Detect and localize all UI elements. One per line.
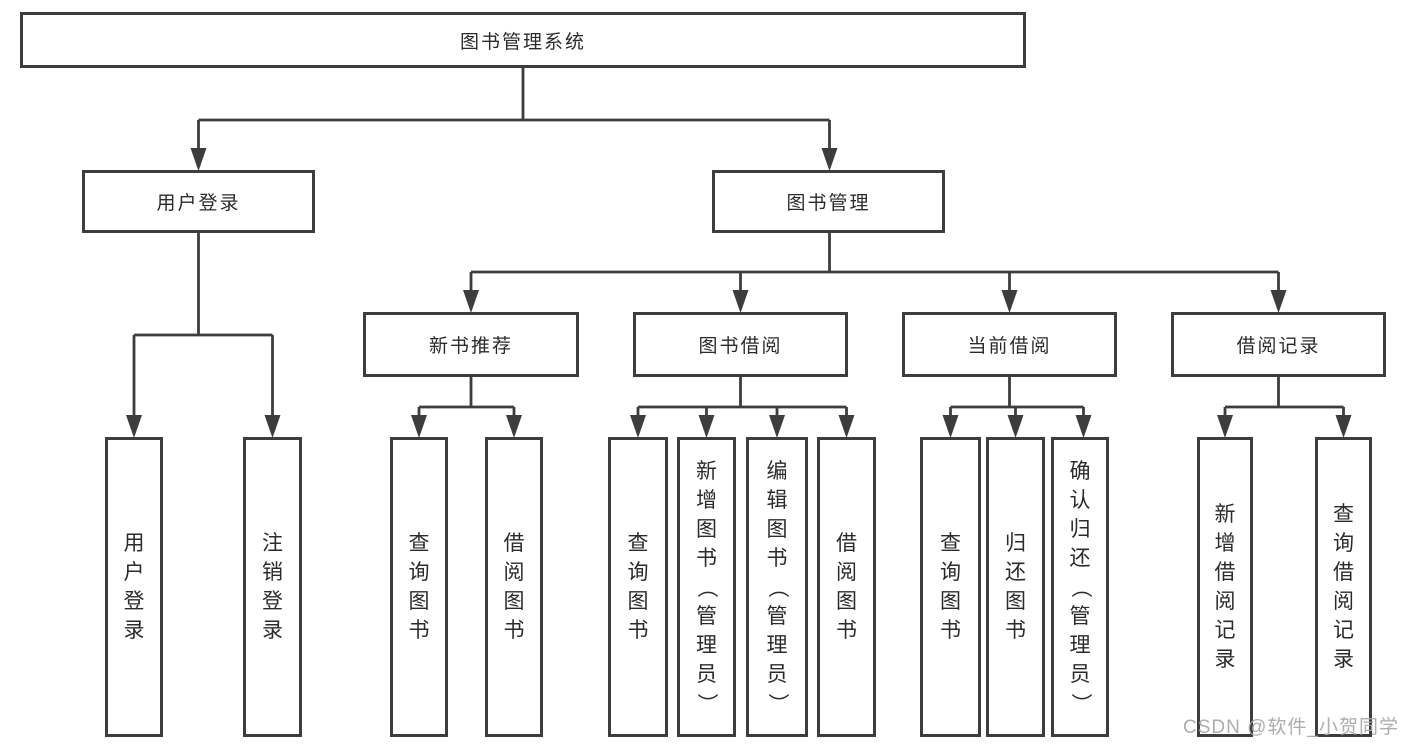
node-query-borrow-record: 查询借阅记录	[1315, 437, 1372, 737]
arrowhead	[630, 415, 646, 438]
arrowhead	[698, 415, 715, 438]
arrowhead	[264, 415, 281, 438]
watermark: CSDN @软件_小贺同学	[1183, 717, 1399, 738]
arrowhead	[769, 415, 785, 438]
arrowhead	[411, 415, 427, 438]
node-current-borrowing: 当前借阅	[902, 312, 1117, 377]
edge-userlogin-to-children	[132, 233, 274, 417]
arrowhead	[732, 290, 749, 313]
node-library-system: 图书管理系统	[20, 12, 1026, 68]
edge-newbook-to-children	[417, 377, 516, 417]
arrowhead	[942, 415, 959, 438]
arrowhead	[126, 415, 142, 438]
edge-records-to-children	[1223, 377, 1345, 417]
node-query-books-borrowing: 查询图书	[608, 437, 668, 737]
edge-current-to-children	[949, 377, 1085, 417]
node-borrow-books-leaf: 借阅图书	[817, 437, 876, 737]
arrowhead	[838, 415, 855, 438]
node-query-books-current: 查询图书	[920, 437, 981, 737]
arrowhead	[1075, 415, 1092, 438]
arrowhead	[1001, 290, 1018, 313]
node-return-books: 归还图书	[986, 437, 1045, 737]
node-edit-books-admin: 编辑图书（管理员）	[746, 437, 808, 737]
arrowhead	[506, 415, 522, 438]
node-book-borrowing: 图书借阅	[633, 312, 848, 377]
arrowhead	[821, 148, 838, 171]
node-new-book-recommendation: 新书推荐	[363, 312, 579, 377]
edge-bookmgmt-to-level3	[469, 233, 1280, 292]
node-add-borrow-record: 新增借阅记录	[1197, 437, 1253, 737]
node-borrow-books-recommend: 借阅图书	[485, 437, 543, 737]
node-user-login-leaf: 用户登录	[105, 437, 163, 737]
arrowhead	[1335, 415, 1352, 438]
node-query-books-recommend: 查询图书	[390, 437, 448, 737]
arrowhead	[190, 148, 207, 171]
edge-root-to-level2	[197, 68, 831, 150]
edge-borrowing-to-children	[636, 377, 848, 417]
arrowhead	[1007, 415, 1024, 438]
node-borrowing-records: 借阅记录	[1171, 312, 1386, 377]
node-book-management: 图书管理	[712, 170, 945, 233]
arrowhead	[1270, 290, 1287, 313]
node-user-login: 用户登录	[82, 170, 315, 233]
arrowhead	[1217, 415, 1233, 438]
node-confirm-return-admin: 确认归还（管理员）	[1051, 437, 1109, 737]
node-add-books-admin: 新增图书（管理员）	[677, 437, 736, 737]
arrowhead	[463, 290, 479, 313]
node-logout-leaf: 注销登录	[243, 437, 302, 737]
